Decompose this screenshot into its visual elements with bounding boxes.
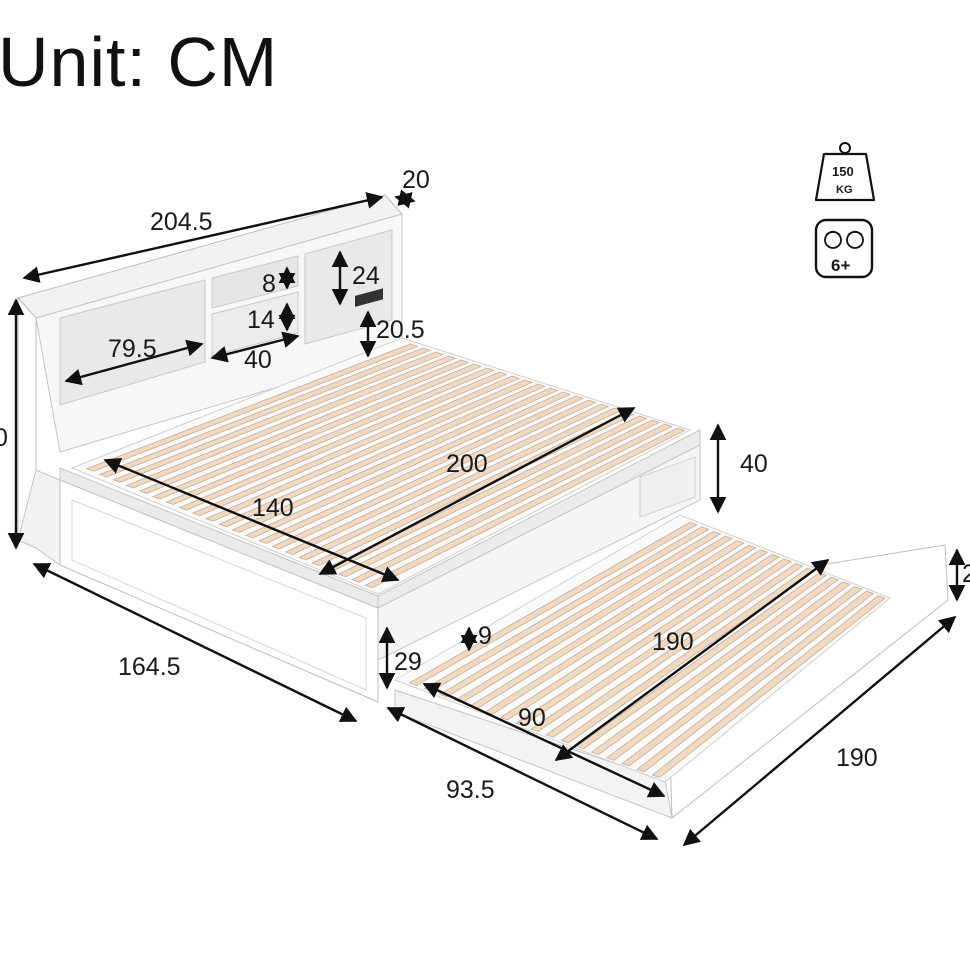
dimension-arrows [7, 189, 966, 847]
weight-icon: 150 KG [814, 142, 876, 202]
label-middle-shelf: 40 [244, 346, 272, 374]
usb-socket [355, 288, 383, 307]
dimension-labels: 204.5 20 8 14 24 20.5 79.5 40 0 200 140 … [0, 166, 970, 804]
arrow-middle-shelf [210, 331, 300, 363]
arrow-mattress-width [103, 457, 400, 583]
label-shelf-width: 79.5 [108, 335, 157, 363]
label-headboard-width: 204.5 [150, 208, 213, 236]
label-trundle-slat: 9 [478, 622, 492, 650]
unit-title: Unit: CM [0, 23, 279, 101]
side-drawer-opening [639, 456, 696, 518]
label-trundle-end: 2 [962, 560, 970, 588]
label-trundle-outer-width: 93.5 [446, 776, 495, 804]
label-bed-length: 200 [446, 450, 488, 478]
label-trundle-inner-length: 190 [652, 628, 694, 656]
bed-slat [85, 343, 419, 472]
bed-left-side [17, 469, 61, 566]
label-side-height: 40 [740, 450, 768, 478]
arrow-headboard-width [22, 192, 384, 283]
label-bed-width: 164.5 [118, 653, 181, 681]
label-headboard-depth: 20 [402, 166, 430, 194]
label-trundle-outer-length: 190 [836, 744, 878, 772]
child-age-icon: 6+ [814, 218, 874, 279]
label-trundle-height: 29 [394, 648, 422, 676]
arrow-shelf-width [64, 339, 204, 386]
label-mattress-width: 140 [252, 494, 294, 522]
label-shelf-top: 8 [262, 270, 276, 298]
label-compartment: 24 [352, 262, 380, 290]
arrow-bed-width [32, 562, 358, 723]
label-total-height: 0 [0, 424, 8, 452]
weight-unit: KG [836, 184, 853, 196]
age-value: 6+ [831, 256, 850, 275]
label-above-slats: 20.5 [376, 316, 425, 344]
arrow-headboard-depth [394, 189, 416, 209]
arrow-trundle-outer-length [682, 615, 957, 847]
label-shelf-bottom: 14 [247, 306, 275, 334]
arrow-trundle-outer-width [386, 706, 659, 841]
weight-value: 150 [832, 164, 854, 179]
label-trundle-inner-width: 90 [518, 704, 546, 732]
